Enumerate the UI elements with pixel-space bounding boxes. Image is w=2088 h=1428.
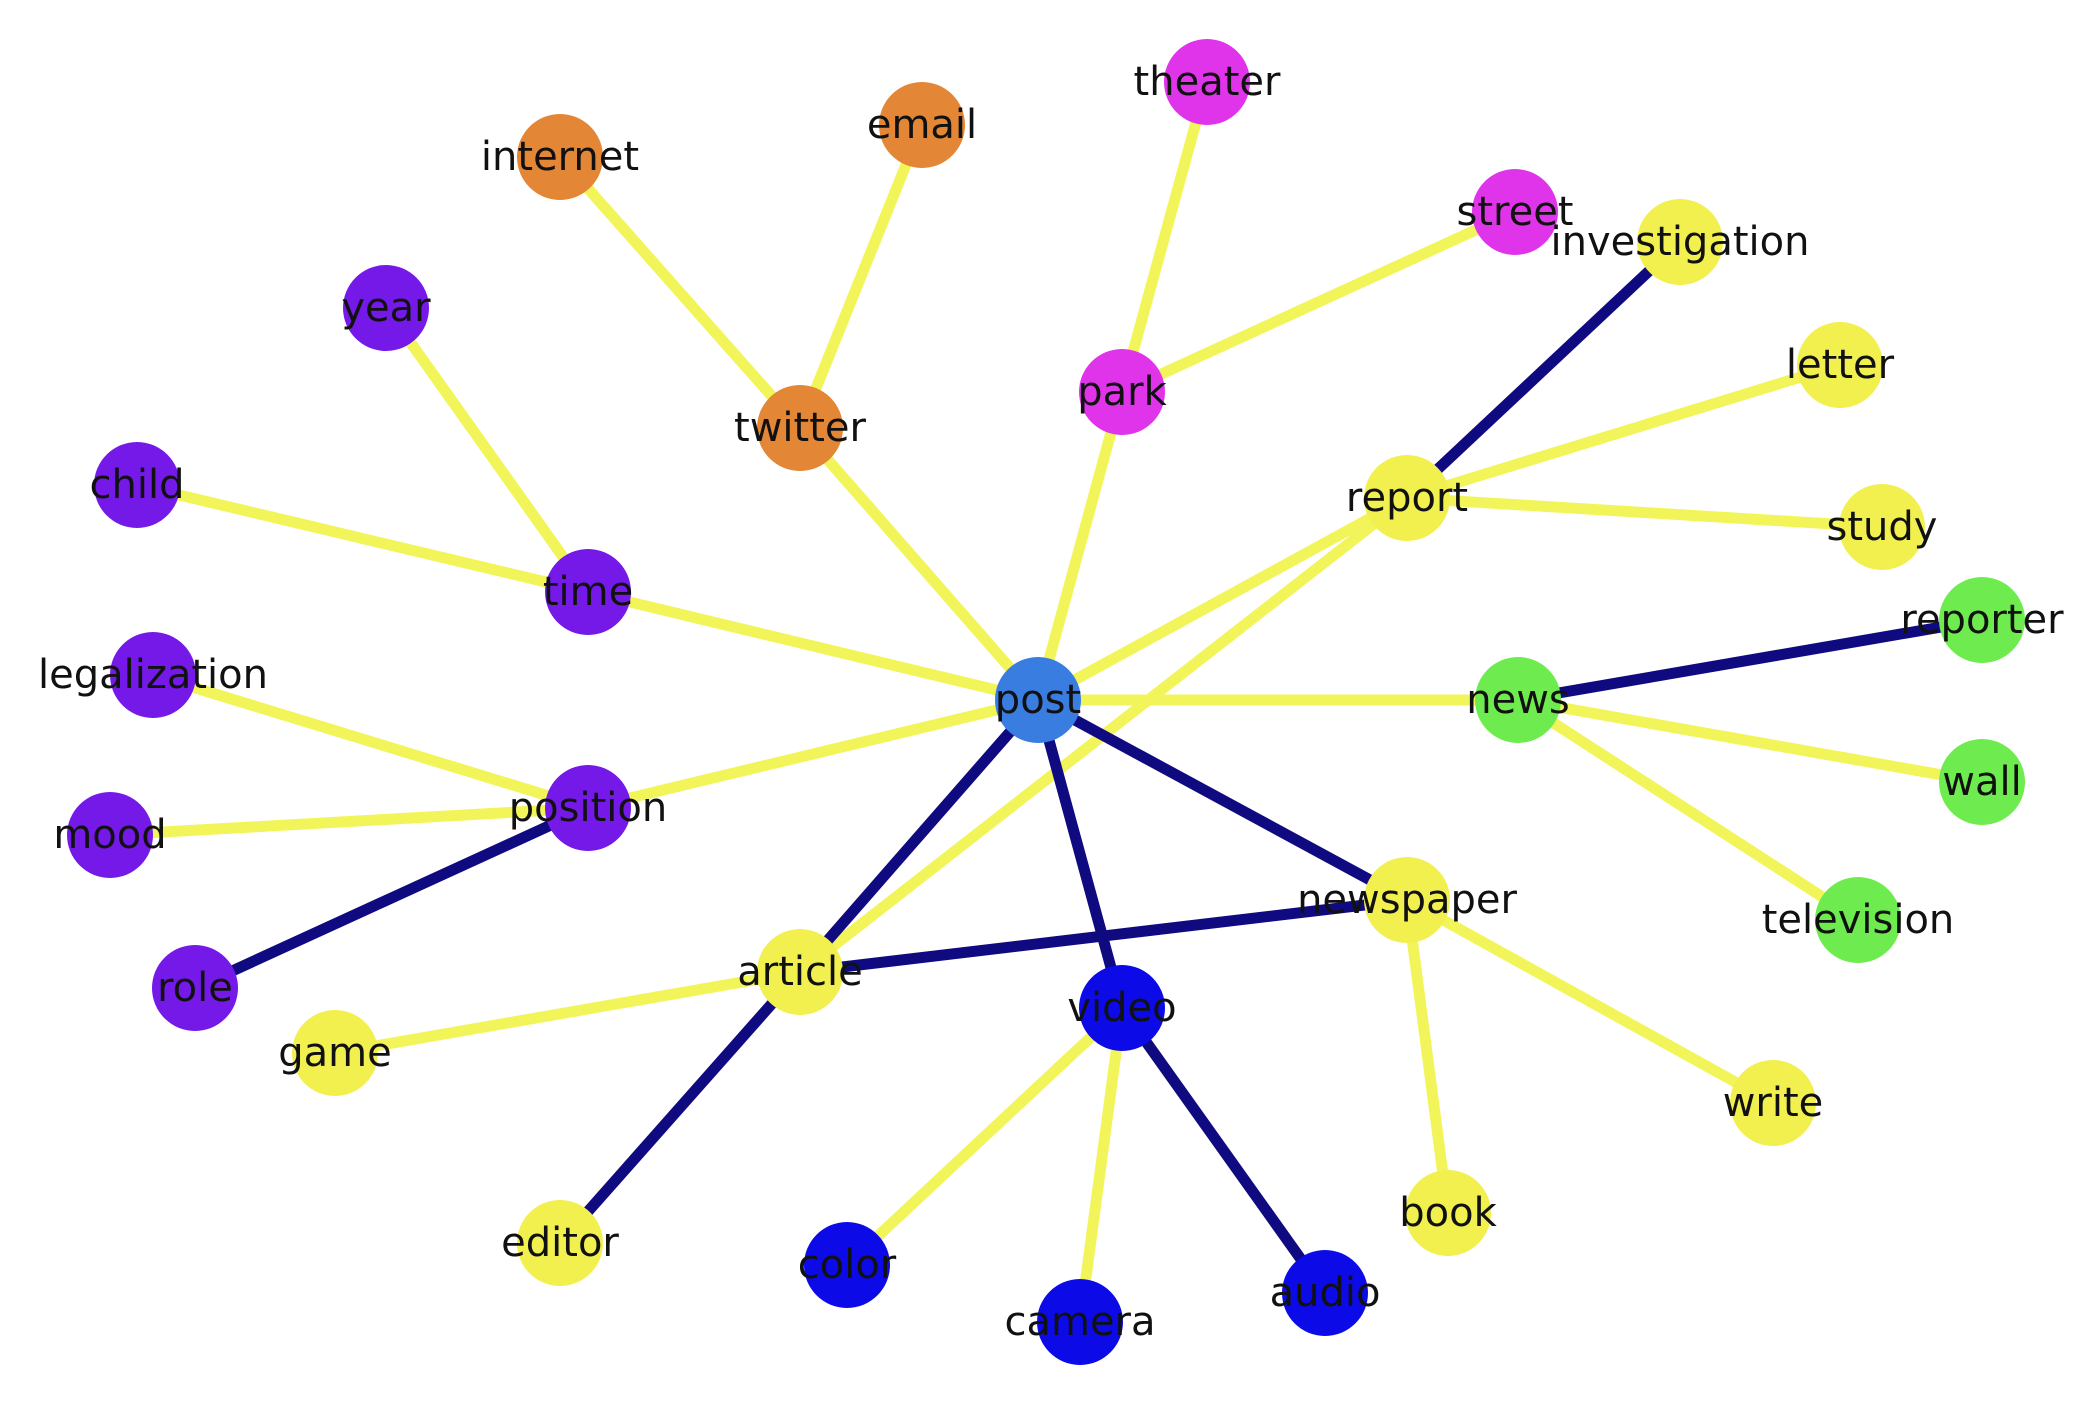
edge-article-editor bbox=[555, 968, 805, 1247]
edge-post-video bbox=[1032, 698, 1128, 1010]
edge-park-street bbox=[1119, 206, 1518, 398]
edge-news-television bbox=[1515, 695, 1861, 925]
edge-time-year bbox=[381, 304, 593, 596]
nodes-layer bbox=[67, 39, 2025, 1365]
edge-post-twitter bbox=[795, 424, 1043, 704]
node-article bbox=[757, 929, 843, 1015]
node-game bbox=[292, 1010, 378, 1096]
edge-report-study bbox=[1406, 492, 1883, 533]
node-label-twitter: twitter bbox=[734, 405, 866, 451]
node-letter bbox=[1797, 322, 1883, 408]
node-label-report: report bbox=[1346, 475, 1468, 521]
node-label-street: street bbox=[1457, 189, 1574, 235]
node-label-role: role bbox=[157, 965, 233, 1011]
node-street bbox=[1472, 169, 1558, 255]
edge-position-role bbox=[192, 802, 591, 994]
node-editor bbox=[517, 1200, 603, 1286]
node-legalization bbox=[110, 632, 196, 718]
edge-post-park bbox=[1032, 390, 1128, 702]
node-label-camera: camera bbox=[1004, 1299, 1155, 1345]
edge-post-position bbox=[586, 694, 1040, 814]
node-label-editor: editor bbox=[501, 1220, 619, 1266]
labels-layer: post time year child position legalization moo… bbox=[38, 59, 2064, 1345]
node-post bbox=[995, 657, 1081, 743]
node-label-child: child bbox=[90, 462, 185, 508]
node-report bbox=[1364, 455, 1450, 541]
node-mood bbox=[67, 792, 153, 878]
node-label-theater: theater bbox=[1134, 59, 1281, 105]
edge-post-report bbox=[1035, 493, 1410, 705]
edge-twitter-email bbox=[794, 122, 928, 431]
node-internet bbox=[517, 114, 603, 200]
edge-position-mood bbox=[109, 802, 589, 841]
node-video bbox=[1079, 965, 1165, 1051]
edge-video-color bbox=[843, 1003, 1126, 1270]
edges-layer bbox=[109, 80, 1983, 1323]
node-label-legalization: legalization bbox=[38, 652, 268, 698]
node-wall bbox=[1939, 739, 2025, 825]
node-audio bbox=[1282, 1250, 1368, 1336]
node-label-wall: wall bbox=[1942, 759, 2021, 805]
node-label-letter: letter bbox=[1786, 342, 1895, 388]
edge-newspaper-write bbox=[1404, 895, 1776, 1108]
edge-park-theater bbox=[1116, 80, 1213, 394]
edge-post-article bbox=[795, 696, 1043, 976]
node-label-reporter: reporter bbox=[1900, 597, 2064, 643]
edge-video-audio bbox=[1117, 1004, 1330, 1297]
node-label-color: color bbox=[798, 1242, 897, 1288]
node-label-mood: mood bbox=[53, 812, 166, 858]
node-label-news: news bbox=[1466, 677, 1570, 723]
node-label-newspaper: newspaper bbox=[1297, 877, 1517, 923]
edge-news-wall bbox=[1517, 694, 1983, 788]
node-label-book: book bbox=[1399, 1190, 1497, 1236]
node-label-article: article bbox=[737, 949, 862, 995]
edge-video-camera bbox=[1074, 1007, 1128, 1323]
node-label-internet: internet bbox=[481, 134, 639, 180]
node-label-study: study bbox=[1827, 504, 1938, 550]
node-write bbox=[1730, 1060, 1816, 1146]
edge-post-newspaper bbox=[1035, 695, 1410, 905]
node-label-audio: audio bbox=[1270, 1270, 1381, 1316]
node-label-park: park bbox=[1077, 369, 1167, 415]
node-label-year: year bbox=[341, 285, 431, 331]
node-label-time: time bbox=[543, 569, 633, 615]
edge-report-letter bbox=[1405, 359, 1842, 504]
node-label-game: game bbox=[278, 1030, 391, 1076]
node-book bbox=[1405, 1170, 1491, 1256]
node-color bbox=[804, 1222, 890, 1308]
edge-position-legalization bbox=[151, 669, 590, 814]
node-newspaper bbox=[1364, 857, 1450, 943]
node-park bbox=[1079, 349, 1165, 435]
edge-news-reporter bbox=[1517, 614, 1983, 706]
edge-time-child bbox=[135, 479, 590, 598]
node-label-write: write bbox=[1723, 1080, 1824, 1126]
node-camera bbox=[1037, 1279, 1123, 1365]
edge-newspaper-book bbox=[1401, 899, 1454, 1214]
node-study bbox=[1839, 484, 1925, 570]
node-child bbox=[94, 442, 180, 528]
edge-article-game bbox=[334, 966, 801, 1059]
node-label-email: email bbox=[867, 102, 977, 148]
edge-twitter-internet bbox=[555, 153, 805, 432]
edge-post-time bbox=[586, 586, 1040, 706]
node-time bbox=[545, 549, 631, 635]
node-label-investigation: investigation bbox=[1551, 219, 1810, 265]
node-news bbox=[1475, 657, 1561, 743]
edge-report-investigation bbox=[1403, 237, 1684, 503]
node-role bbox=[152, 945, 238, 1031]
node-label-position: position bbox=[509, 785, 667, 831]
node-year bbox=[343, 265, 429, 351]
node-label-video: video bbox=[1067, 985, 1176, 1031]
node-television bbox=[1815, 877, 1901, 963]
node-label-post: post bbox=[995, 677, 1081, 723]
node-email bbox=[879, 82, 965, 168]
node-reporter bbox=[1939, 577, 2025, 663]
node-investigation bbox=[1637, 199, 1723, 285]
node-label-television: television bbox=[1762, 897, 1955, 943]
node-position bbox=[545, 765, 631, 851]
node-theater bbox=[1164, 39, 1250, 125]
node-twitter bbox=[757, 385, 843, 471]
